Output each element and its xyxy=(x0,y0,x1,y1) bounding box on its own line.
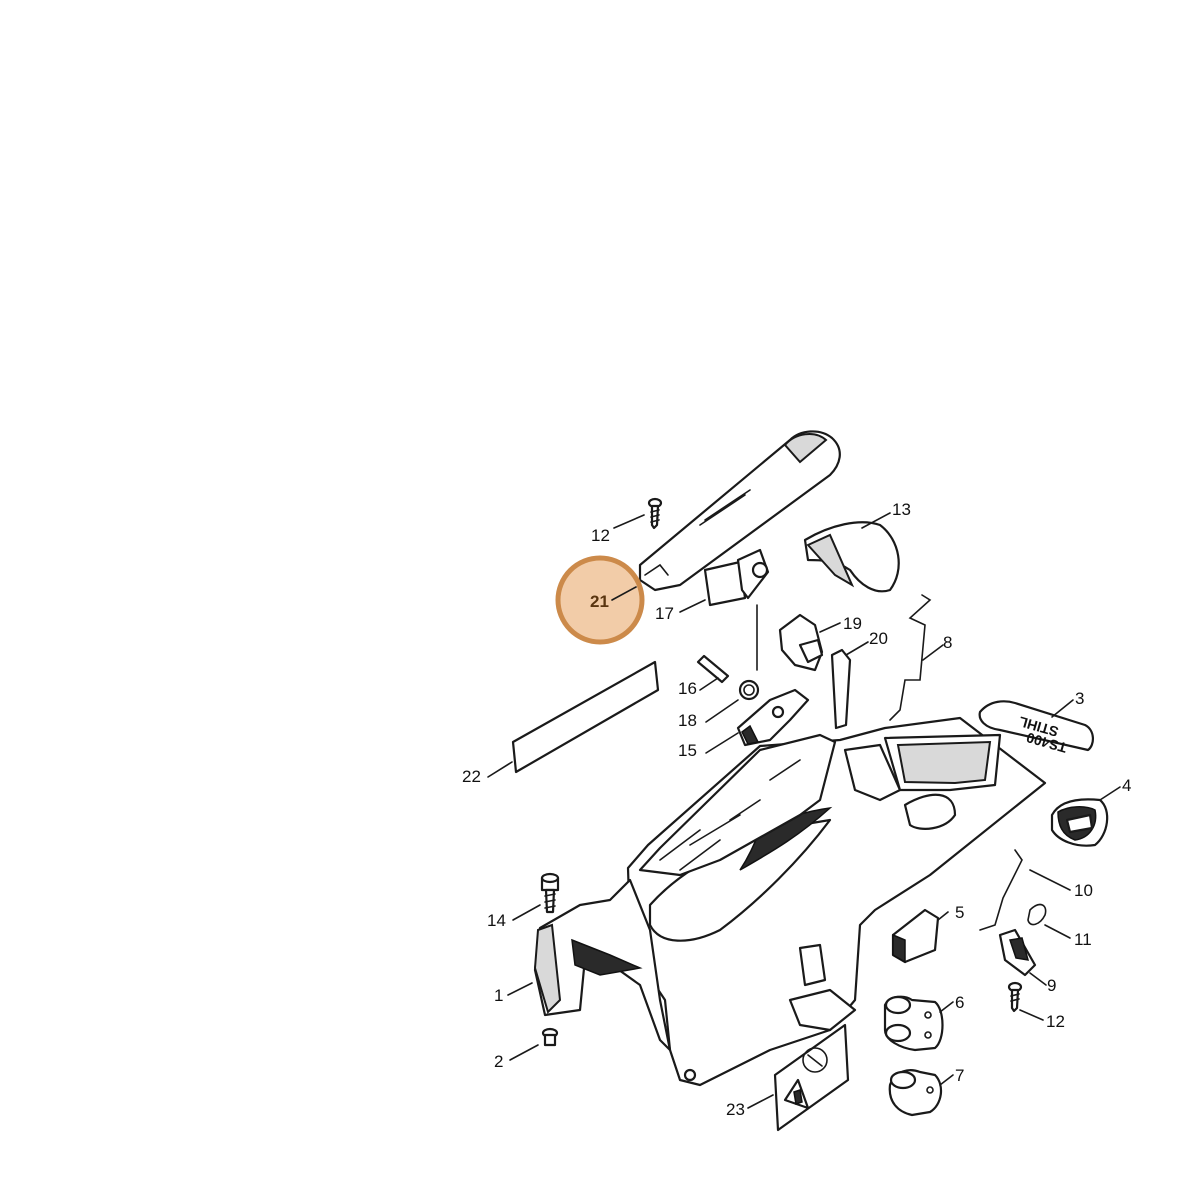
callout-11: 11 xyxy=(1074,930,1092,949)
callout-20: 20 xyxy=(869,629,888,648)
grommet-icon xyxy=(1050,798,1109,847)
callout-13: 13 xyxy=(892,500,911,519)
pin-icon xyxy=(696,654,730,684)
part-12-screw-bottom xyxy=(1007,981,1023,1013)
callout-21: 21 xyxy=(590,592,609,611)
part-1-shroud xyxy=(533,716,1047,1087)
part-14-screw xyxy=(540,872,560,914)
callout-7: 7 xyxy=(955,1066,964,1085)
callout-16: 16 xyxy=(678,679,697,698)
part-3-decal: STIHL TS400 xyxy=(978,700,1094,756)
part-13-cap xyxy=(803,521,900,593)
callout-15: 15 xyxy=(678,741,697,760)
highlight-marker-21[interactable]: 21 xyxy=(555,555,645,645)
part-12-screw-top xyxy=(647,497,663,530)
part-22-label-strip xyxy=(511,660,660,774)
screw-icon xyxy=(647,497,663,530)
part-8-spring-wire xyxy=(889,594,932,721)
part-23-warning-label xyxy=(773,1023,850,1132)
highlight-circle[interactable] xyxy=(555,555,645,645)
callout-19: 19 xyxy=(843,614,862,633)
part-2-plug xyxy=(541,1027,559,1047)
part-11-contact xyxy=(1027,903,1047,926)
spring-icon xyxy=(738,679,760,701)
callout-14: 14 xyxy=(487,911,506,930)
callout-10: 10 xyxy=(1074,881,1093,900)
part-9-switch xyxy=(998,928,1037,977)
callout-23: 23 xyxy=(726,1100,745,1119)
part-6-module xyxy=(883,995,944,1052)
part-21-handle-cover xyxy=(638,430,841,592)
part-4-grommet xyxy=(1050,798,1109,847)
screw-icon xyxy=(1007,981,1023,1013)
part-7-module xyxy=(888,1069,943,1117)
part-10-wire xyxy=(979,849,1023,931)
callout-5: 5 xyxy=(955,903,964,922)
callout-12-bottom: 12 xyxy=(1046,1012,1065,1031)
callout-18: 18 xyxy=(678,711,697,730)
part-19-latch xyxy=(778,613,824,672)
callout-8: 8 xyxy=(943,633,952,652)
part-15-bracket xyxy=(736,688,810,747)
part-17-lever xyxy=(703,548,770,607)
callout-12-top: 12 xyxy=(591,526,610,545)
part-16-pin xyxy=(696,654,730,684)
callout-22: 22 xyxy=(462,767,481,786)
callout-4: 4 xyxy=(1122,776,1131,795)
warning-triangle-icon xyxy=(783,1078,810,1110)
part-20-bar xyxy=(830,648,852,730)
callout-3: 3 xyxy=(1075,689,1084,708)
callout-17: 17 xyxy=(655,604,674,623)
leader-lines xyxy=(487,512,1121,1109)
screw-icon xyxy=(540,872,560,914)
callout-1: 1 xyxy=(494,986,503,1005)
part-18-spring xyxy=(738,604,760,701)
callout-2: 2 xyxy=(494,1052,503,1071)
callout-9: 9 xyxy=(1047,976,1056,995)
part-5-block xyxy=(891,908,940,964)
callout-numbers: 12 13 17 19 20 8 3 4 16 18 15 22 10 11 5… xyxy=(462,500,1131,1119)
callout-6: 6 xyxy=(955,993,964,1012)
